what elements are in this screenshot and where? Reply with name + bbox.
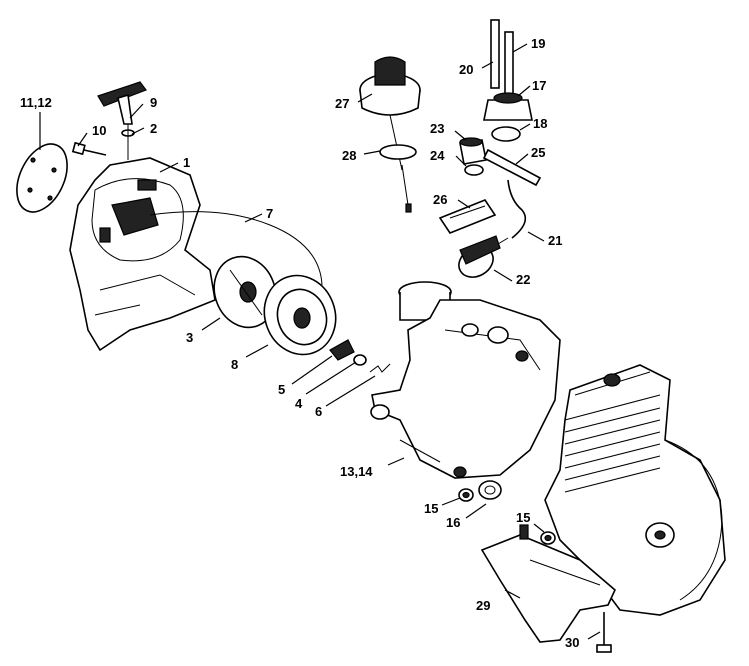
callout-15-a: 15 — [424, 501, 438, 516]
callout-4: 4 — [295, 396, 303, 411]
callout-5: 5 — [278, 382, 285, 397]
callout-10: 10 — [92, 123, 106, 138]
callout-13-14: 13,14 — [340, 464, 373, 479]
callout-6: 6 — [315, 404, 322, 419]
callout-28: 28 — [342, 148, 356, 163]
o-ring-18 — [491, 126, 521, 142]
callout-20: 20 — [459, 62, 473, 77]
callout-9: 9 — [150, 95, 157, 110]
callout-25: 25 — [531, 145, 545, 160]
callout-1: 1 — [183, 155, 190, 170]
tube-25 — [482, 148, 542, 187]
screw-10 — [71, 141, 107, 156]
callout-27: 27 — [335, 96, 349, 111]
callout-24: 24 — [430, 148, 445, 163]
callout-11-12: 11,12 — [20, 95, 52, 110]
fuel-hose-21 — [507, 179, 527, 239]
callout-23: 23 — [430, 121, 444, 136]
starter-rope — [149, 211, 323, 286]
callout-26: 26 — [433, 192, 447, 207]
grommet-15b — [540, 531, 556, 545]
callout-3: 3 — [186, 330, 193, 345]
rewind-spring — [213, 255, 277, 329]
seal-ring-28 — [379, 144, 417, 213]
damper-16 — [478, 480, 502, 500]
starter-grip — [97, 81, 147, 125]
washer-4 — [353, 354, 367, 366]
callout-17: 17 — [532, 78, 546, 93]
callout-22: 22 — [516, 272, 530, 287]
callout-18: 18 — [533, 116, 547, 131]
fan-housing — [69, 157, 216, 352]
callout-19: 19 — [531, 36, 545, 51]
label-26 — [438, 199, 497, 234]
fitting-23 — [459, 137, 487, 165]
callout-labels: 11,12 10 9 2 1 7 3 8 5 4 6 13,14 15 16 1… — [20, 36, 579, 650]
callout-16: 16 — [446, 515, 460, 530]
bottom-cover — [480, 524, 616, 643]
screw-30 — [596, 612, 612, 653]
valve-17 — [483, 92, 533, 121]
callout-8: 8 — [231, 357, 238, 372]
rope-rotor — [263, 274, 337, 356]
engine — [544, 364, 726, 616]
callout-15-b: 15 — [516, 510, 530, 525]
hose-20 — [490, 19, 500, 89]
callout-2: 2 — [150, 121, 157, 136]
fuel-tank — [370, 281, 561, 479]
leader-lines — [39, 43, 601, 640]
callout-7: 7 — [266, 206, 273, 221]
callout-21: 21 — [548, 233, 562, 248]
ring-24 — [464, 164, 484, 176]
tank-cap — [359, 56, 421, 171]
callout-30: 30 — [565, 635, 579, 650]
pawl-5 — [329, 339, 355, 361]
washer-2 — [121, 124, 135, 160]
grommet-15a — [458, 488, 474, 502]
fuel-filter-22 — [458, 235, 509, 278]
callout-29: 29 — [476, 598, 490, 613]
hose-19 — [504, 31, 514, 95]
gasket-plate — [16, 143, 68, 213]
spring-6 — [369, 363, 391, 373]
